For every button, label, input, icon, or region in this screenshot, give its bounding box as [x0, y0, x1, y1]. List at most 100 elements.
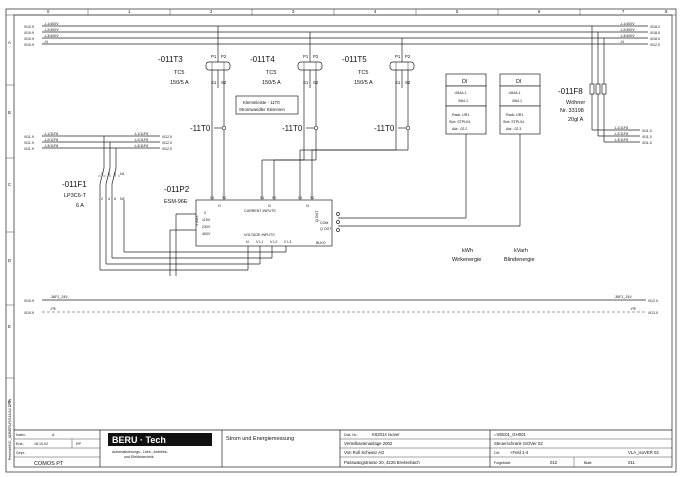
svg-text:P2: P2 — [405, 54, 411, 59]
di-address: /064.1 — [458, 99, 468, 103]
column-labels: 0 1 2 3 4 5 6 7 8 — [47, 9, 668, 14]
di-caption: kVarh — [514, 248, 528, 254]
title-field-label: Index: — [16, 433, 26, 437]
meter-tag: -011P2 — [164, 185, 190, 194]
meter-box — [195, 199, 333, 247]
energy-meter: -011P2 ESM-96E CURRENT INPUTS VOLTAGE IN… — [164, 185, 340, 247]
di-adr: Adr.: 02.2 — [452, 127, 467, 131]
title-field-value: K02014 Isover — [372, 432, 400, 437]
bus-ref: /010.9 — [24, 25, 34, 29]
aux-level: 400V — [202, 232, 211, 236]
bus-ref: /013.0 — [648, 311, 658, 315]
fuse-f8: -011F8 Wöhner Nr. 33198 20gl A -L1/11F8 … — [558, 26, 652, 145]
fuse-tag: -011F1 — [62, 180, 87, 189]
svg-text:3: 3 — [108, 172, 110, 176]
bus-label: -L3/400V — [620, 34, 635, 38]
bus-label: -N — [620, 40, 624, 44]
bus-label: -L1/11F8 — [44, 132, 58, 136]
title-field-value: 011 — [628, 460, 635, 465]
meter-terminal: S2 — [310, 196, 314, 200]
svg-text:N2: N2 — [120, 197, 125, 201]
row-label: E — [8, 324, 11, 329]
meter-terminal: S1 — [298, 196, 302, 200]
transformer-tag: -011T3 — [158, 55, 183, 64]
transformer-ratio: 150/5 A — [354, 80, 373, 86]
fuse-rating: 6 A — [76, 203, 84, 209]
title-block — [14, 429, 672, 467]
terminal-strip-note: Klemmleiste - 11T0 Stromwandler Klemmen — [235, 95, 299, 115]
bus-label: -L1/11F8 — [614, 126, 628, 130]
voltage-terminal: V L1 — [256, 240, 263, 244]
transformer-tag: -011T4 — [250, 55, 275, 64]
svg-text:4: 4 — [108, 197, 110, 201]
meter-terminal: S2 — [272, 196, 276, 200]
bus-label: -L3/11F8 — [134, 144, 148, 148]
fuse-type: LP3C6-T — [64, 193, 87, 199]
di-title: DI — [516, 79, 522, 85]
column-label: 0 — [47, 9, 50, 14]
drawing-frame — [5, 8, 677, 473]
bus-label: -N — [44, 40, 48, 44]
bus-label: -L2/400V — [620, 28, 635, 32]
column-label: 4 — [374, 9, 377, 14]
fuse-number: Nr. 33198 — [560, 108, 584, 114]
ground-tag: -11T0 — [374, 124, 395, 133]
bus-ref: /018.0 — [650, 31, 660, 35]
di-adr: Adr.: 02.3 — [506, 127, 521, 131]
di-rack: Rack: UR1 — [452, 113, 469, 117]
bus-ref: /011.9 — [24, 147, 34, 151]
aux-level: 230V — [202, 225, 211, 229]
row-label: C — [8, 182, 11, 187]
di-caption: kWh — [462, 248, 473, 254]
bus-label: -L2/11F8 — [44, 138, 58, 142]
voltage-terminal: V L3 — [284, 240, 291, 244]
output-label: COM — [320, 221, 328, 225]
phase-label: I1 — [218, 204, 221, 208]
current-inputs-label: CURRENT INPUTS — [244, 209, 276, 213]
di-address: -064A.1 — [508, 91, 521, 95]
bus-ref: /011.0 — [642, 129, 652, 133]
title-field-label: Blatt: — [584, 461, 592, 465]
bus-ref: /018.0 — [650, 37, 660, 41]
transformer-type: TC5 — [358, 70, 368, 76]
voltage-inputs-label: VOLTAGE INPUTS — [244, 233, 275, 237]
di-module-2: DI -064A.1 /064.1 Rack: UR1 Slot: STPL04… — [338, 73, 541, 263]
di-slot: Slot: STPL04 — [449, 120, 470, 124]
title-field-value: 012 — [550, 460, 558, 465]
ct-secondary-wiring — [211, 70, 411, 200]
phase-label: I2 — [268, 204, 271, 208]
bus-label: -L3/400V — [44, 34, 59, 38]
logo-text: BERU · Tech — [112, 435, 166, 445]
column-label: 2 — [210, 9, 213, 14]
title-field-value: =VEE01_GH001 — [494, 432, 527, 437]
bus-label: -L1/11F8 — [134, 132, 148, 136]
bus-pe: /010.9 -PE -PE /013.0 — [24, 307, 658, 315]
bus-ref: /011.0 — [642, 141, 652, 145]
meter-terminal: S2 — [222, 196, 226, 200]
svg-text:S1: S1 — [395, 80, 401, 85]
bus-ref: /010.9 — [24, 37, 34, 41]
transformer-type: TC5 — [174, 70, 184, 76]
row-labels: A B C D E F — [8, 40, 11, 405]
di-rack: Rack: UR1 — [506, 113, 523, 117]
title-field-value: +Feld 1-4 — [510, 450, 529, 455]
bus-label: -L3/11F8 — [44, 144, 58, 148]
note-line: Stromwandler Klemmen — [239, 107, 285, 112]
column-label: 7 — [622, 9, 625, 14]
bus-ref: /012.0 — [162, 141, 172, 145]
title-field-label: Dok. Nr.: — [344, 433, 358, 437]
title-field-label: Folgeblatt: — [494, 461, 511, 465]
bus-label: -L1/400V — [44, 22, 59, 26]
ground-tag: -11T0 — [282, 124, 303, 133]
aux-label: V AUX — [195, 215, 199, 226]
title-field-value: A — [52, 433, 55, 437]
svg-text:N1: N1 — [120, 172, 125, 176]
svg-text:2: 2 — [101, 197, 103, 201]
company-logo: BERU · Tech Automatisierungs-, Licht-, A… — [108, 433, 212, 459]
bus-ref: /012.0 — [650, 43, 660, 47]
